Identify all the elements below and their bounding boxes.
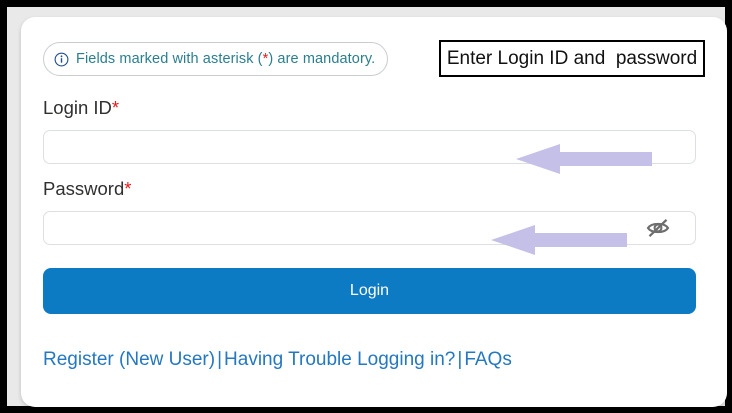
link-faqs[interactable]: FAQs: [464, 349, 512, 370]
login-card: Fields marked with asterisk (*) are mand…: [21, 17, 727, 407]
annotation-arrow-password: [491, 225, 627, 255]
footer-separator-1: |: [217, 349, 223, 370]
password-visibility-toggle-button[interactable]: [643, 215, 673, 241]
login-id-label-text: Login ID: [43, 97, 112, 118]
password-label: Password*: [43, 178, 131, 200]
login-id-input[interactable]: [43, 130, 696, 164]
annotation-callout-text: Enter Login ID and password: [446, 47, 698, 69]
banner-text-after: ) are mandatory.: [268, 51, 376, 67]
banner-asterisk: *: [262, 51, 269, 67]
login-id-required-marker: *: [111, 97, 120, 118]
info-circle-icon: [54, 52, 69, 66]
banner-text-before: Fields marked with asterisk (: [76, 51, 263, 67]
annotation-callout-box: Enter Login ID and password: [439, 40, 705, 77]
footer-links: Register (New User)|Having Trouble Loggi…: [43, 349, 512, 371]
link-having-trouble-logging-in[interactable]: Having Trouble Logging in?: [224, 349, 456, 370]
login-submit-button[interactable]: Login: [43, 268, 696, 314]
footer-separator-2: |: [457, 349, 463, 370]
mandatory-fields-banner: Fields marked with asterisk (*) are mand…: [43, 42, 389, 76]
annotation-arrow-login-id: [516, 144, 652, 174]
link-register-new-user[interactable]: Register (New User): [43, 349, 216, 370]
login-id-label: Login ID*: [43, 97, 119, 119]
password-input[interactable]: [43, 211, 696, 245]
password-required-marker: *: [124, 178, 132, 199]
password-label-text: Password: [43, 178, 125, 199]
eye-off-icon: [646, 218, 670, 238]
mandatory-fields-text: Fields marked with asterisk (*) are mand…: [76, 51, 375, 67]
